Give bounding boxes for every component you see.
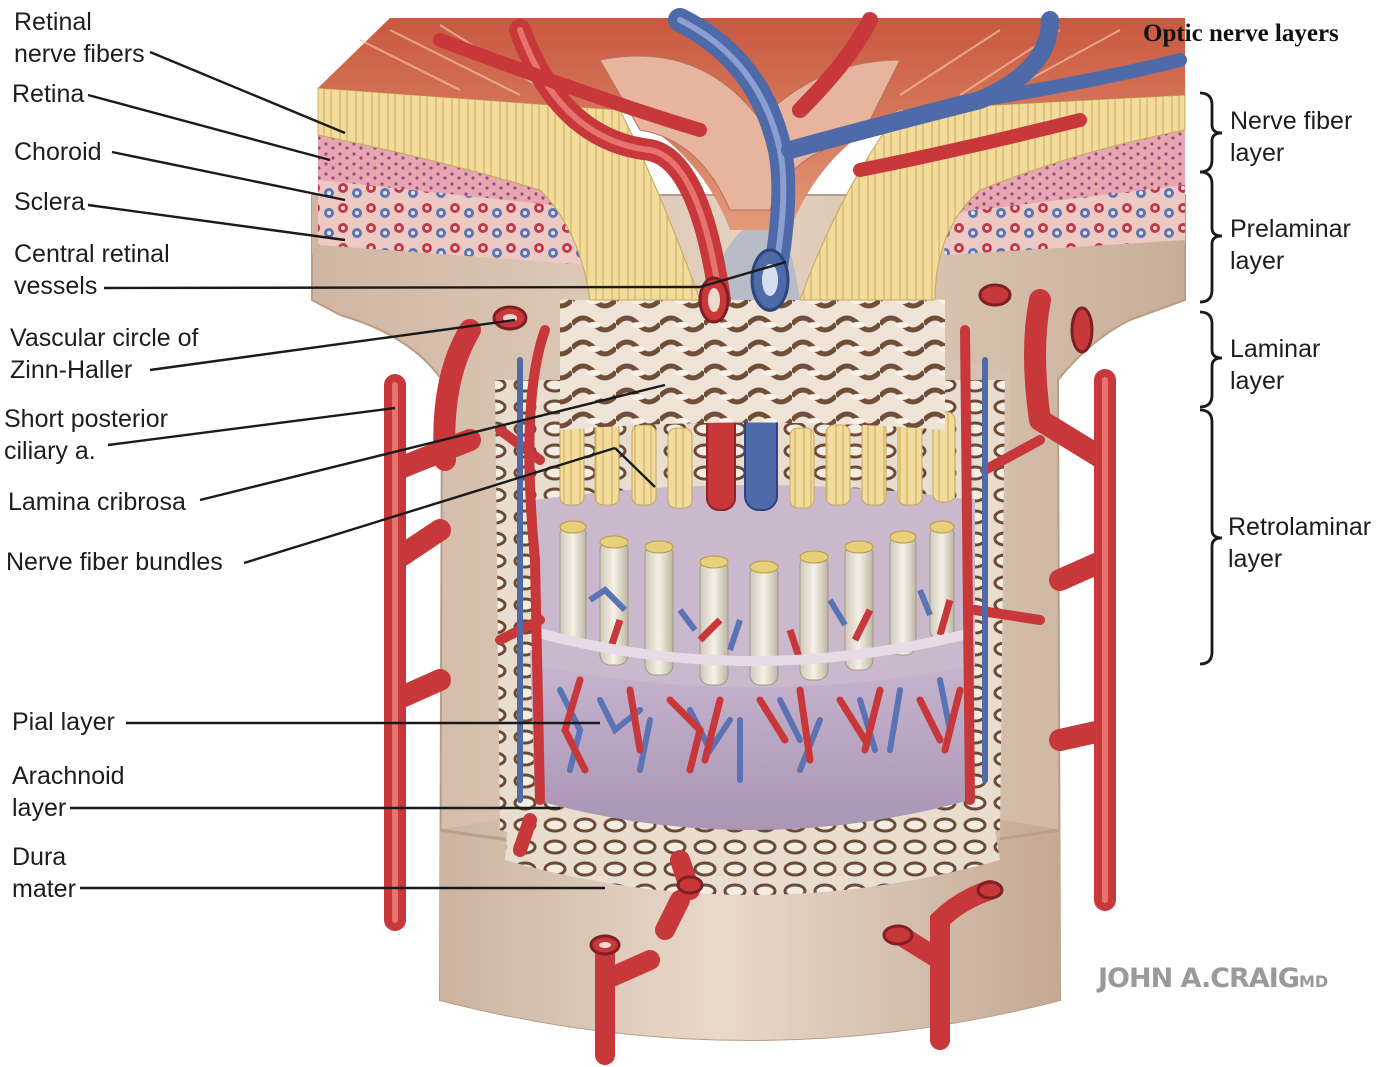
signature-suffix: MD <box>1298 972 1329 991</box>
label-line: Central retinal <box>14 240 170 268</box>
zinn-haller-vessels <box>492 283 1094 354</box>
label-line: Laminar <box>1230 335 1321 363</box>
label-line: Zinn-Haller <box>10 356 133 384</box>
label-dura-mater: Dura mater <box>12 841 76 905</box>
label-vascular-circle: Vascular circle of Zinn-Haller <box>10 322 199 386</box>
label-line: nerve fibers <box>14 40 145 68</box>
layer-braces <box>1199 91 1223 666</box>
label-line: vessels <box>14 272 98 300</box>
label-prelaminar-layer: Prelaminar layer <box>1230 213 1351 277</box>
lamina-fiber-columns <box>559 411 956 509</box>
label-sclera: Sclera <box>14 188 85 216</box>
label-line: Prelaminar <box>1230 215 1351 243</box>
label-line: ciliary a. <box>4 437 96 465</box>
ciliary-arteries <box>384 289 1116 1065</box>
label-line: layer <box>1228 545 1283 573</box>
label-nerve-fiber-layer: Nerve fiber layer <box>1230 105 1352 169</box>
label-nerve-fiber-bundles: Nerve fiber bundles <box>6 548 223 576</box>
label-line: Short posterior <box>4 405 168 433</box>
label-retrolaminar-layer: Retrolaminar layer <box>1228 511 1371 575</box>
label-line: mater <box>12 875 76 903</box>
leader-lines <box>70 50 787 890</box>
label-line: layer <box>1230 367 1285 395</box>
label-line: Arachnoid <box>12 762 125 790</box>
label-lamina-cribrosa: Lamina cribrosa <box>8 488 186 516</box>
label-laminar-layer: Laminar layer <box>1230 333 1320 397</box>
label-pial-layer: Pial layer <box>12 708 115 736</box>
label-line: Retrolaminar <box>1228 513 1372 541</box>
artist-signature: JOHN A.CRAIGMD <box>1098 963 1328 994</box>
label-retinal-nerve-fibers: Retinal nerve fibers <box>14 6 145 70</box>
label-arachnoid-layer: Arachnoid layer <box>12 760 125 824</box>
label-choroid: Choroid <box>14 138 102 166</box>
label-central-retinal-vessels: Central retinal vessels <box>14 238 170 302</box>
label-line: layer <box>1230 139 1285 167</box>
label-line: Nerve fiber <box>1230 107 1353 135</box>
label-line: Vascular circle of <box>10 324 199 352</box>
label-line: Retinal <box>14 8 92 36</box>
diagram-title: Optic nerve layers <box>1143 20 1339 47</box>
signature-name: JOHN A.CRAIG <box>1098 963 1300 994</box>
label-line: Dura <box>12 843 67 871</box>
lamina-cribrosa <box>560 290 945 430</box>
label-short-posterior-ciliary: Short posterior ciliary a. <box>4 403 168 467</box>
label-line: layer <box>1230 247 1285 275</box>
nerve-bundles <box>559 520 955 686</box>
label-line: layer <box>12 794 67 822</box>
label-retina: Retina <box>12 80 85 108</box>
